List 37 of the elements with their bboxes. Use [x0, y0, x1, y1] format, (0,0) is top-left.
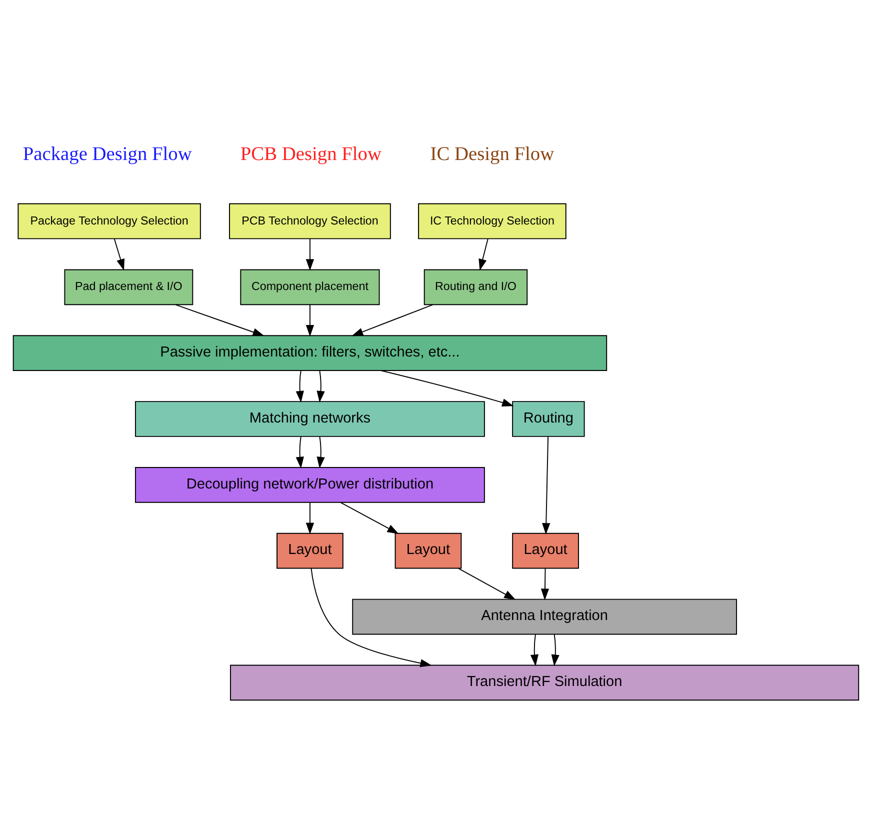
node-box: Passive implementation: filters, switches, etc... — [12, 335, 608, 372]
node-box: Layout — [512, 532, 579, 569]
arrow — [316, 436, 325, 468]
arrow — [542, 436, 550, 535]
arrow — [478, 238, 488, 271]
arrow — [306, 304, 314, 337]
arrow — [310, 568, 432, 668]
node-box: Package Technology Selection — [18, 203, 201, 240]
node-box: Routing — [512, 401, 585, 437]
arrow — [306, 238, 314, 271]
label: Package Design Flow — [22, 144, 192, 166]
arrow — [306, 502, 314, 534]
node-box: Pad placement & I/O — [64, 269, 194, 306]
arrow — [316, 370, 325, 403]
arrow — [114, 238, 124, 271]
arrow — [458, 568, 516, 600]
node-box: Decoupling network/Power distribution — [134, 466, 485, 503]
node-box: Matching networks — [134, 401, 485, 437]
arrow — [175, 304, 264, 336]
arrow — [340, 502, 399, 534]
node-box: PCB Technology Selection — [229, 203, 391, 240]
node-box: IC Technology Selection — [418, 203, 566, 240]
node-box: Layout — [276, 532, 344, 569]
arrow — [296, 436, 304, 468]
node-box: Layout — [394, 532, 462, 569]
arrow — [380, 370, 514, 407]
node-box: Component placement — [240, 269, 380, 306]
node-box: Antenna Integration — [352, 598, 737, 635]
arrow — [530, 634, 539, 666]
node-box: Routing and I/O — [424, 269, 528, 306]
arrow — [352, 304, 434, 336]
node-box: Transient/RF Simulation — [230, 664, 860, 701]
arrow — [540, 568, 550, 600]
arrow — [296, 370, 304, 403]
label: PCB Design Flow — [240, 144, 382, 166]
label: IC Design Flow — [430, 144, 554, 166]
arrow — [551, 634, 560, 666]
